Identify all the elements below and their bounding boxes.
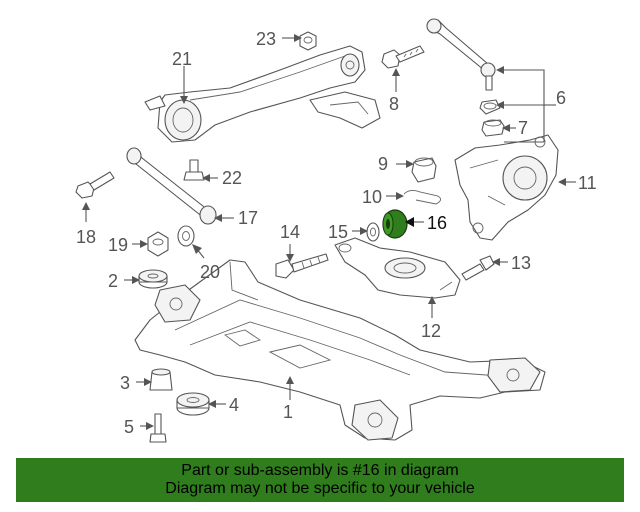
callout-22: 22 (222, 168, 242, 188)
washer-part-20 (177, 225, 195, 247)
mount-part-3 (149, 368, 173, 391)
bushing-part-2 (138, 269, 168, 289)
callout-2: 2 (108, 271, 118, 291)
bolt-part-8 (381, 45, 425, 69)
lower-arm-part (334, 237, 461, 299)
clip-part-10 (403, 189, 441, 205)
callout-9: 9 (378, 154, 388, 174)
bolt-part-22 (183, 159, 205, 181)
callout-8: 8 (389, 94, 399, 114)
callout-13: 13 (511, 253, 531, 273)
callout-11: 11 (578, 173, 597, 193)
banner-line-part-number: Part or sub-assembly is #16 in diagram (181, 462, 459, 479)
callout-16-highlighted: 16 (427, 213, 447, 233)
callout-3: 3 (120, 373, 130, 393)
callout-23: 23 (256, 29, 276, 49)
callout-1: 1 (283, 402, 293, 422)
leader-lines (82, 34, 576, 430)
bolt-part-14 (275, 253, 329, 279)
banner-line-disclaimer: Diagram may not be specific to your vehi… (165, 480, 475, 497)
callout-10: 10 (362, 187, 382, 207)
link-part-17 (126, 147, 217, 225)
upper-arm-part (144, 45, 381, 143)
callout-17: 17 (238, 208, 258, 228)
callout-14: 14 (280, 222, 300, 242)
callout-6: 6 (556, 88, 566, 108)
callout-18: 18 (76, 227, 96, 247)
callout-21: 21 (172, 49, 192, 69)
parts-diagram: 1 2 3 4 5 6 7 8 9 10 11 12 13 14 15 16 1… (75, 18, 597, 443)
bolt-part-13 (461, 255, 495, 281)
bolt-part-5 (149, 413, 167, 443)
callout-5: 5 (124, 417, 134, 437)
bushing-part-7 (481, 119, 505, 137)
link-part-6 (426, 18, 501, 115)
callout-7: 7 (518, 118, 528, 138)
washer-part-15 (366, 222, 380, 242)
bushing-part-16-highlighted (382, 209, 408, 239)
bushing-part-9 (411, 157, 437, 183)
callout-labels: 1 2 3 4 5 6 7 8 9 10 11 12 13 14 15 16 1… (76, 29, 597, 437)
callout-12: 12 (421, 321, 441, 341)
callout-15: 15 (328, 222, 348, 242)
bushing-part-4 (176, 392, 210, 416)
info-banner: Part or sub-assembly is #16 in diagram D… (16, 458, 624, 502)
knuckle-part-11 (454, 134, 559, 241)
callout-19: 19 (108, 235, 128, 255)
bolt-part-18 (75, 171, 115, 199)
subframe-part (134, 259, 546, 441)
nut-part-23 (299, 31, 317, 51)
callout-20: 20 (200, 262, 220, 282)
nut-part-19 (147, 231, 169, 257)
callout-4: 4 (229, 395, 239, 415)
